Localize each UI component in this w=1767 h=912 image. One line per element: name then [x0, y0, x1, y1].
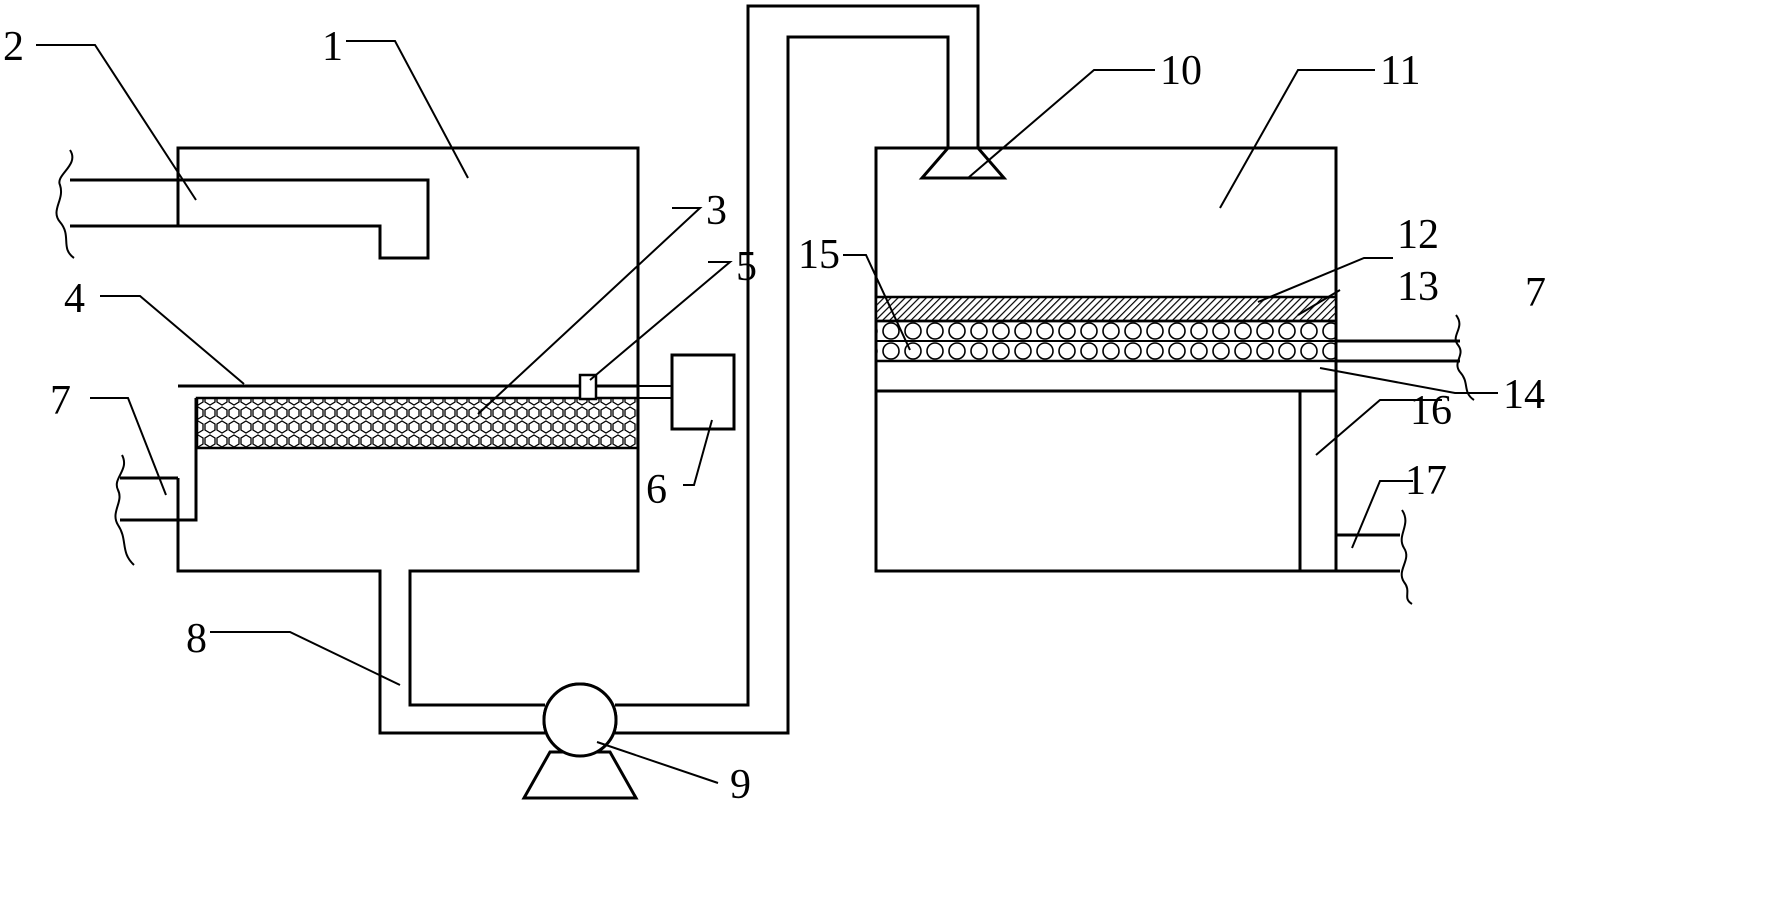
left-tank [176, 146, 640, 735]
label-14: 14 [1503, 372, 1545, 418]
number-labels: 1 2 3 4 5 6 7 8 9 10 11 12 13 7 14 15 16… [3, 24, 1546, 803]
honeycomb-filter [195, 396, 640, 450]
horizontal-plate [178, 384, 672, 399]
motor-box [670, 353, 736, 431]
label-8: 8 [186, 616, 207, 662]
label-17: 17 [1405, 458, 1447, 504]
label-12: 12 [1397, 212, 1439, 258]
leader-lines [36, 40, 1498, 784]
label-15: 15 [798, 232, 840, 278]
right-tank [874, 146, 1338, 573]
connector-block [578, 373, 598, 401]
label-1: 1 [322, 24, 343, 70]
inlet-pipe [55, 149, 430, 260]
pump [521, 682, 639, 800]
label-7-right: 7 [1525, 270, 1546, 316]
label-2: 2 [3, 24, 24, 70]
label-5: 5 [736, 244, 757, 290]
label-3: 3 [706, 188, 727, 234]
label-13: 13 [1397, 264, 1439, 310]
bottom-outlet-pipe [1336, 509, 1413, 605]
apparatus-diagram: 1 2 3 4 5 6 7 8 9 10 11 12 13 7 14 15 16… [3, 4, 1546, 803]
label-9: 9 [730, 762, 751, 803]
label-10: 10 [1160, 48, 1202, 94]
right-outlet-pipe [1336, 314, 1475, 401]
label-4: 4 [64, 276, 85, 322]
label-16: 16 [1410, 388, 1452, 434]
spray-nozzle [918, 146, 1008, 180]
riser-pipe [615, 4, 980, 735]
label-6: 6 [646, 467, 667, 513]
hatched-layer [874, 295, 1338, 323]
ball-layers [874, 319, 1338, 363]
label-11: 11 [1380, 48, 1420, 94]
left-outlet-pipe [114, 398, 198, 566]
label-7-left: 7 [50, 378, 71, 424]
